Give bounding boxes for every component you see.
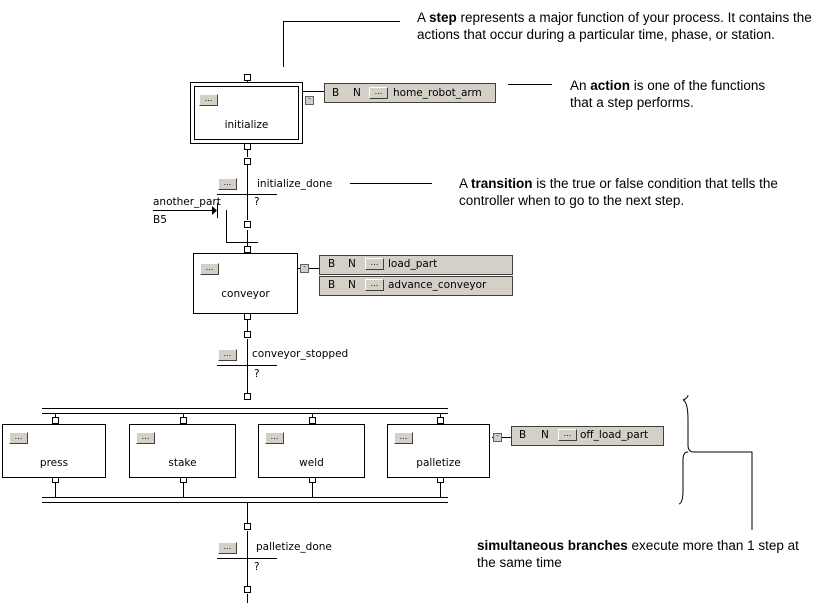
transition-condition: ? [254,196,260,208]
action-home-robot-arm[interactable]: B N ... home_robot_arm [324,83,496,103]
annotation-text: execute more than 1 step at the same tim… [477,538,799,570]
action-qualifier-n: N [541,429,549,441]
jump-target: B5 [153,214,167,226]
step-expand-button[interactable]: ... [136,432,155,444]
action-name: load_part [388,258,438,270]
transition-label: palletize_done [256,541,332,553]
transition-annotation: A transition is the true or false condit… [459,175,804,209]
action-advance-conveyor[interactable]: B N ... advance_conveyor [319,276,513,296]
annotation-text: is the true or false condition that tell… [459,176,778,208]
step-palletize[interactable]: ... palletize [387,424,490,478]
annotation-text: represents a major function of your proc… [417,10,812,42]
step-initialize[interactable]: ... initialize [190,82,303,144]
transition-label: conveyor_stopped [252,348,349,360]
action-name: advance_conveyor [388,279,487,291]
annotation-text: is one of the functions that a step perf… [570,78,766,110]
action-qualifier-b: B [328,279,336,291]
action-qualifier-b: B [332,87,340,99]
step-stake[interactable]: ... stake [129,424,236,478]
annotation-keyword: step [429,10,457,25]
step-label: palletize [416,457,461,469]
step-label: press [39,457,69,469]
step-expand-button[interactable]: ... [394,432,413,444]
action-qualifier-n: N [348,258,356,270]
collapse-actions-button[interactable]: - [493,433,502,442]
action-off-load-part[interactable]: B N ... off_load_part [511,426,664,446]
simultaneous-annotation: simultaneous branches execute more than … [477,537,812,571]
step-conveyor[interactable]: ... conveyor [193,253,298,314]
annotation-text: A [417,10,430,25]
action-annotation: An action is one of the functions that a… [570,77,790,111]
collapse-actions-button[interactable]: - [305,96,314,105]
step-expand-button[interactable]: ... [200,263,219,275]
collapse-actions-button[interactable]: - [300,264,309,273]
step-label: stake [168,457,197,469]
jump-label: another_part [153,196,221,208]
action-expand-button[interactable]: ... [369,87,388,99]
action-name: home_robot_arm [393,87,482,99]
action-expand-button[interactable]: ... [365,279,384,291]
step-expand-button[interactable]: ... [265,432,284,444]
transition-expand-button[interactable]: ... [218,349,237,361]
step-expand-button[interactable]: ... [199,94,218,106]
annotation-text: A [459,176,472,191]
transition-expand-button[interactable]: ... [218,178,237,190]
step-label: conveyor [221,288,270,300]
transition-expand-button[interactable]: ... [218,542,237,554]
action-expand-button[interactable]: ... [365,258,384,270]
step-label: initialize [224,119,269,131]
step-expand-button[interactable]: ... [9,432,28,444]
action-qualifier-n: N [348,279,356,291]
action-name: off_load_part [580,429,649,441]
step-label: weld [299,457,324,469]
action-qualifier-n: N [353,87,361,99]
annotation-keyword: action [590,78,631,93]
step-weld[interactable]: ... weld [258,424,365,478]
annotation-text: An [570,78,591,93]
action-qualifier-b: B [519,429,527,441]
annotation-keyword: transition [471,176,533,191]
action-load-part[interactable]: B N ... load_part [319,255,513,275]
step-press[interactable]: ... press [2,424,106,478]
annotation-keyword: simultaneous branches [477,538,628,553]
step-annotation: A step represents a major function of yo… [417,9,817,43]
transition-label: initialize_done [257,178,333,190]
transition-condition: ? [254,561,260,573]
action-qualifier-b: B [328,258,336,270]
transition-condition: ? [254,368,260,380]
action-expand-button[interactable]: ... [558,429,577,441]
